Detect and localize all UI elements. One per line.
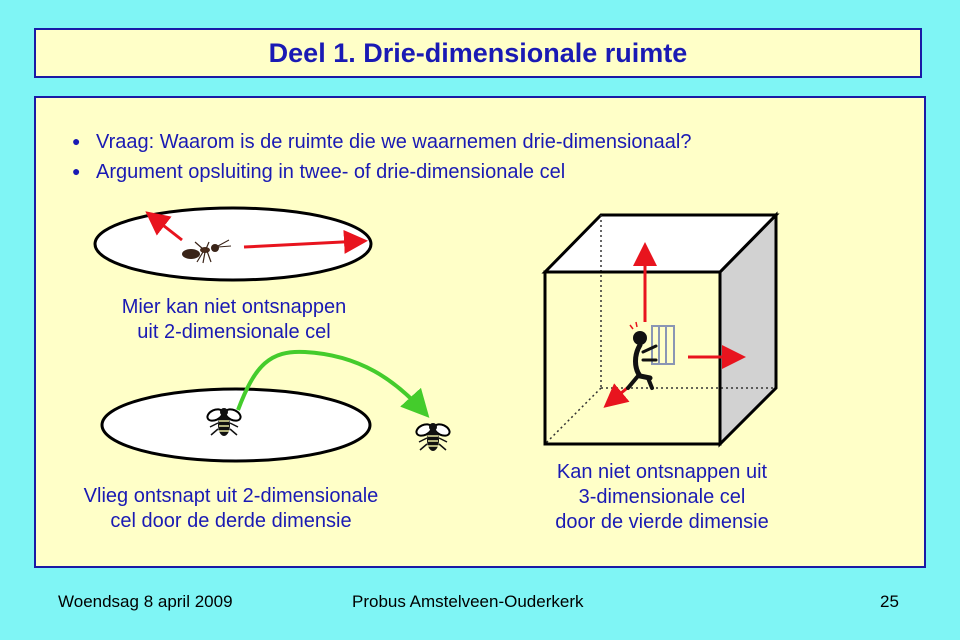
footer-date: Woendsag 8 april 2009: [58, 592, 233, 611]
fly-escape-arrow: [236, 349, 430, 418]
prisoner-icon: [626, 321, 675, 390]
footer-organization: Probus Amstelveen-Ouderkerk: [352, 592, 584, 611]
caption-line: Mier kan niet ontsnappen: [121, 296, 347, 318]
cube-caption: Kan niet ontsnappen uit 3-dimensionale c…: [520, 460, 804, 535]
caption-line: 3-dimensionale cel: [578, 486, 746, 508]
caption-line: Vlieg ontsnapt uit 2-dimensionale: [83, 485, 379, 507]
caption-line: uit 2-dimensionale cel: [137, 321, 331, 343]
ant-icon: [182, 239, 232, 264]
fly-caption: Vlieg ontsnapt uit 2-dimensionale cel do…: [58, 484, 404, 534]
caption-line: Kan niet ontsnappen uit: [556, 461, 768, 483]
bullet-list: ● Vraag: Waarom is de ruimte die we waarn…: [72, 126, 691, 186]
caption-line: cel door de derde dimensie: [110, 510, 352, 532]
cube-hidden-edges: [544, 215, 776, 445]
fly-cell: [100, 349, 451, 463]
ant-arrow-left: [145, 211, 183, 242]
caption-line: door de vierde dimensie: [555, 511, 769, 533]
ant-caption: Mier kan niet ontsnappen uit 2-dimension…: [82, 295, 386, 345]
footer-page-number: 25: [880, 592, 899, 611]
bullet-dot-icon: ●: [72, 163, 81, 179]
bullet-item: ● Argument opsluiting in twee- of drie-di…: [72, 156, 691, 186]
fly-icon: [206, 408, 242, 436]
fly-icon: [415, 423, 451, 451]
cube: [541, 211, 780, 448]
slide-title: Deel 1. Drie-dimensionale ruimte: [268, 37, 688, 68]
title-panel: Deel 1. Drie-dimensionale ruimte: [34, 28, 922, 78]
bullet-text: Argument opsluiting in twee- of drie-dim…: [96, 161, 566, 183]
ant-cell: [93, 206, 373, 282]
fly-cell-ellipse: [100, 387, 372, 463]
bullet-text: Vraag: Waarom is de ruimte die we waarne…: [96, 131, 692, 153]
bullet-dot-icon: ●: [72, 133, 81, 149]
bullet-item: ● Vraag: Waarom is de ruimte die we waarn…: [72, 126, 691, 156]
ant-arrow-right: [243, 229, 368, 254]
